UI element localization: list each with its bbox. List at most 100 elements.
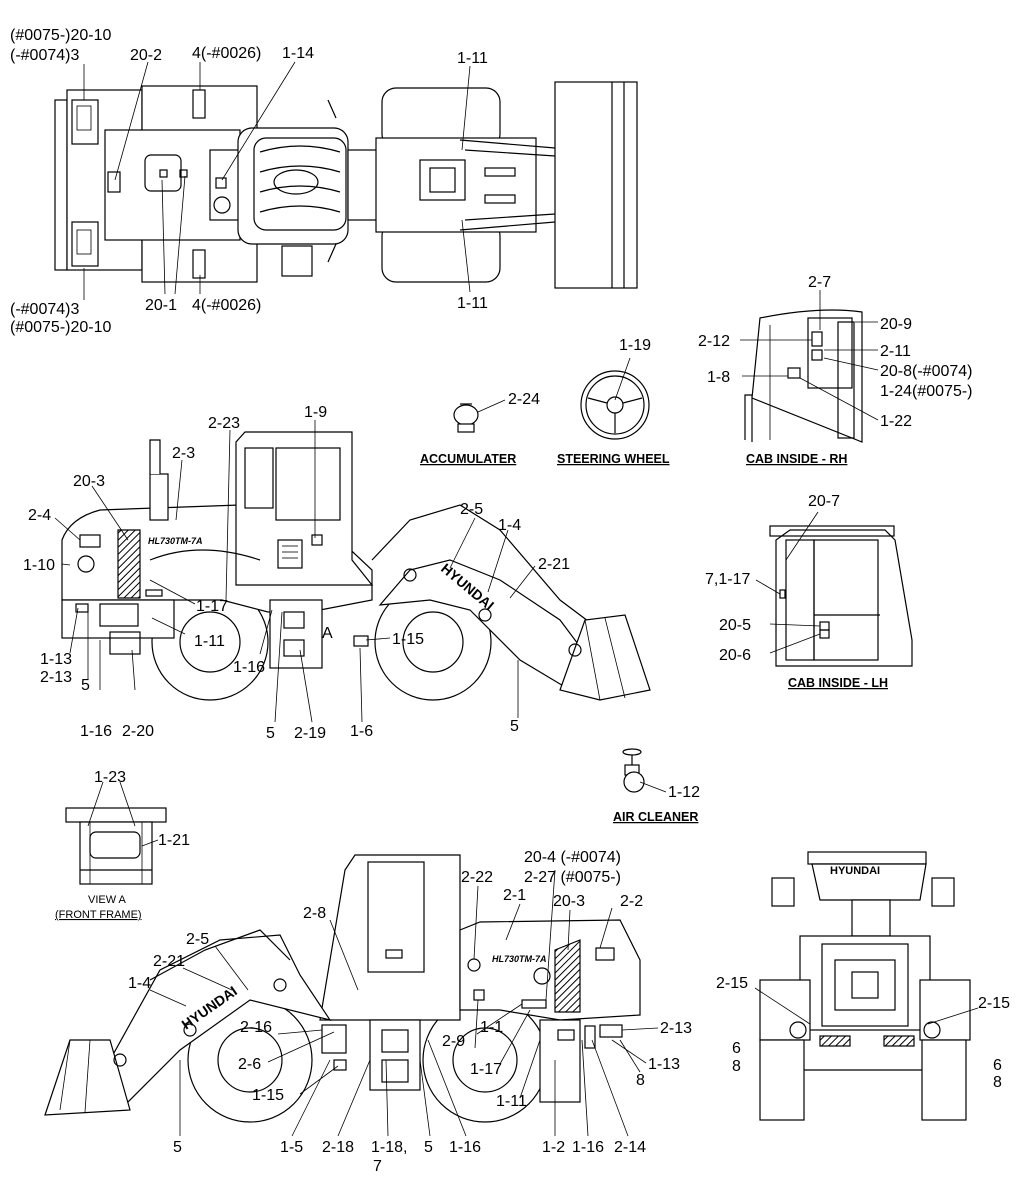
callout-label: 2-12 xyxy=(698,333,730,350)
callout-label: 7 xyxy=(373,1158,382,1175)
side-view-left xyxy=(61,431,651,701)
steering-wheel xyxy=(580,370,650,440)
callout-label: 1-1 xyxy=(480,1019,503,1036)
callout-label: 1-22 xyxy=(880,413,912,430)
callout-label: 2-1 xyxy=(503,887,526,904)
callout-label: 2-5 xyxy=(460,501,483,518)
view-a-caption: VIEW A xyxy=(88,894,127,906)
callout-label: 1-17 xyxy=(470,1061,502,1078)
model-marking-right: HL730TM-7A xyxy=(492,954,547,964)
callout-label: 1-23 xyxy=(94,769,126,786)
callout-label: 1-13 xyxy=(40,651,72,668)
callout-label: 2-6 xyxy=(238,1056,261,1073)
callout-label: 2-21 xyxy=(538,556,570,573)
callout-label: 5 xyxy=(81,677,90,694)
callout-label: 20-3 xyxy=(553,893,585,910)
callout-label: 2-8 xyxy=(303,905,326,922)
captions: ACCUMULATER STEERING WHEEL CAB INSIDE - … xyxy=(55,452,888,921)
callout-label: 2-5 xyxy=(186,931,209,948)
callout-label: 2-19 xyxy=(294,725,326,742)
steering-wheel-caption: STEERING WHEEL xyxy=(557,452,670,466)
callout-label: 1-10 xyxy=(23,557,55,574)
callout-label: 2-21 xyxy=(153,953,185,970)
cab-rh-caption: CAB INSIDE - RH xyxy=(746,452,847,466)
callout-label: 1-11 xyxy=(496,1093,527,1110)
callout-label: 1-19 xyxy=(619,337,651,354)
callout-label: 2-13 xyxy=(40,669,72,686)
callout-label: 5 xyxy=(266,725,275,742)
callout-label: 1-24(#0075-) xyxy=(880,383,973,400)
leader-lines xyxy=(54,61,979,1137)
callout-label: 1-14 xyxy=(282,45,314,62)
front-view xyxy=(759,851,971,1121)
callout-label: 1-6 xyxy=(350,723,373,740)
callout-label: 1-18, xyxy=(371,1139,407,1156)
callout-label: 20-8(-#0074) xyxy=(880,363,973,380)
callout-label: (#0075-)20-10 xyxy=(10,27,112,44)
cab-lh-caption: CAB INSIDE - LH xyxy=(788,676,888,690)
callout-label: (#0075-)20-10 xyxy=(10,319,112,336)
top-view xyxy=(54,81,638,289)
callout-label: 1-4 xyxy=(498,517,521,534)
callout-label: 2-9 xyxy=(442,1033,465,1050)
callout-label: 2-23 xyxy=(208,415,240,432)
callout-label: 2-2 xyxy=(620,893,643,910)
callout-label: 20-4 (-#0074) xyxy=(524,849,621,866)
callout-label: 6 xyxy=(993,1057,1002,1074)
callout-label: 1-9 xyxy=(304,404,327,421)
air-cleaner xyxy=(622,748,645,793)
callout-label: 1-16 xyxy=(449,1139,481,1156)
callout-label: 8 xyxy=(993,1074,1002,1091)
brand-marking-front: HYUNDAI xyxy=(830,865,880,877)
callout-label: 2-11 xyxy=(880,343,911,360)
callout-label: 8 xyxy=(636,1072,645,1089)
callout-label: 1-21 xyxy=(158,832,190,849)
callout-label: 2-13 xyxy=(660,1020,692,1037)
callout-label: 1-11 xyxy=(457,50,488,67)
arrow-a-marker: A xyxy=(322,625,333,642)
callout-label: 20-5 xyxy=(719,617,751,634)
callout-label: 1-5 xyxy=(280,1139,303,1156)
callout-label: (-#0074)3 xyxy=(10,47,79,64)
callout-label: 2-27 (#0075-) xyxy=(524,869,621,886)
callout-label: 1-4 xyxy=(128,975,151,992)
callout-label: 1-8 xyxy=(707,369,730,386)
callout-label: 1-13 xyxy=(648,1056,680,1073)
callout-label: 4(-#0026) xyxy=(192,297,261,314)
callout-label: 1-17 xyxy=(196,598,228,615)
callout-label: 8 xyxy=(732,1058,741,1075)
callout-label: (-#0074)3 xyxy=(10,301,79,318)
callout-label: 2-22 xyxy=(461,869,493,886)
model-marking-left: HL730TM-7A xyxy=(148,536,203,546)
accumulator-caption: ACCUMULATER xyxy=(420,452,516,466)
callout-label: 20-7 xyxy=(808,493,840,510)
cab-inside-rh xyxy=(744,309,863,443)
callout-label: 20-3 xyxy=(73,473,105,490)
side-view-right xyxy=(44,854,641,1123)
callout-label: 20-9 xyxy=(880,316,912,333)
callout-label: 2-15 xyxy=(716,975,748,992)
callout-label: 20-2 xyxy=(130,47,162,64)
callout-label: 2-4 xyxy=(28,507,51,524)
callout-label: 2-15 xyxy=(978,995,1010,1012)
callout-label: 5 xyxy=(173,1139,182,1156)
callout-label: 1-12 xyxy=(668,784,700,801)
air-cleaner-caption: AIR CLEANER xyxy=(613,810,698,824)
callout-label: 1-16 xyxy=(572,1139,604,1156)
callout-label: 1-16 xyxy=(80,723,112,740)
callout-label: 2-24 xyxy=(508,391,540,408)
callout-label: 1-15 xyxy=(392,631,424,648)
callout-label: 2-14 xyxy=(614,1139,646,1156)
callout-label: 2-18 xyxy=(322,1139,354,1156)
callout-label: 6 xyxy=(732,1040,741,1057)
callout-label: 2-3 xyxy=(172,445,195,462)
accumulator xyxy=(453,403,479,433)
callout-label: 20-1 xyxy=(145,297,177,314)
callout-label: 4(-#0026) xyxy=(192,45,261,62)
callout-label: 5 xyxy=(424,1139,433,1156)
callout-label: 1-16 xyxy=(233,659,265,676)
cab-inside-lh xyxy=(769,525,913,667)
callout-label: 5 xyxy=(510,718,519,735)
callout-label: 1-11 xyxy=(194,633,225,650)
